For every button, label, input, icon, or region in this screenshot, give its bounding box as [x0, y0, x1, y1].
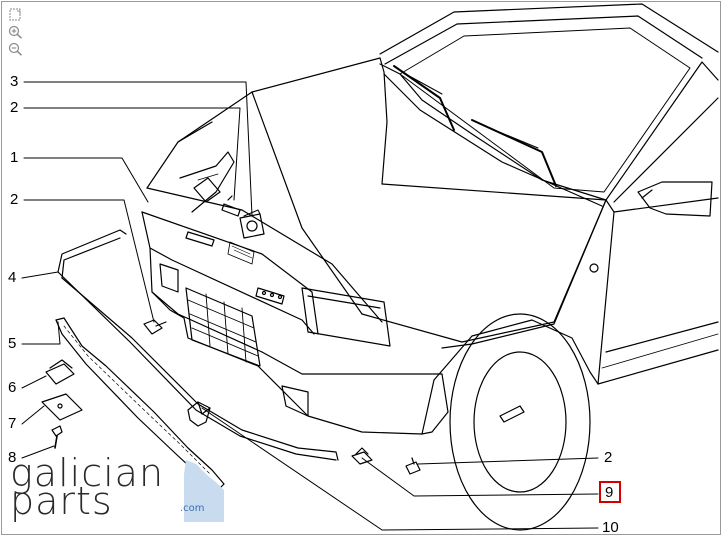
highlight-box	[599, 481, 621, 503]
callout-10[interactable]: 10	[602, 519, 619, 534]
logo-suffix: .com	[180, 503, 205, 514]
logo-word-galician: galician	[10, 451, 165, 495]
callout-1[interactable]: 1	[10, 149, 18, 166]
callout-9[interactable]: 9	[605, 484, 613, 501]
car-body	[141, 3, 719, 531]
callout-2-lower[interactable]: 2	[604, 449, 612, 466]
zoom-out-icon[interactable]	[8, 42, 24, 56]
part-2-clip-middle	[143, 319, 167, 335]
part-3-stopper	[239, 209, 265, 239]
logo-word-parts: parts	[10, 479, 113, 523]
part-8-screw	[51, 425, 63, 449]
galicianparts-logo: galician parts .com	[10, 454, 225, 522]
logo-mark	[184, 460, 224, 522]
part-2-screw-lower	[405, 457, 421, 475]
callout-6[interactable]: 6	[8, 379, 16, 396]
part-4-trim-strip	[57, 229, 339, 461]
callout-8[interactable]: 8	[8, 449, 16, 466]
part-9-clip	[351, 447, 373, 465]
callout-2-middle[interactable]: 2	[10, 191, 18, 208]
callout-2-upper[interactable]: 2	[10, 99, 18, 116]
callout-7[interactable]: 7	[8, 415, 16, 432]
part-6-clip	[45, 359, 75, 385]
part-10-bracket	[187, 401, 211, 427]
zoom-in-icon[interactable]	[8, 25, 24, 39]
leader-lines	[21, 81, 599, 531]
part-7-plate	[41, 393, 83, 421]
fit-icon[interactable]	[8, 8, 24, 22]
part-2-screw-upper	[221, 195, 241, 217]
callout-5[interactable]: 5	[8, 335, 16, 352]
zoom-controls	[8, 8, 24, 56]
callout-4[interactable]: 4	[8, 269, 16, 286]
callout-3[interactable]: 3	[10, 73, 18, 90]
